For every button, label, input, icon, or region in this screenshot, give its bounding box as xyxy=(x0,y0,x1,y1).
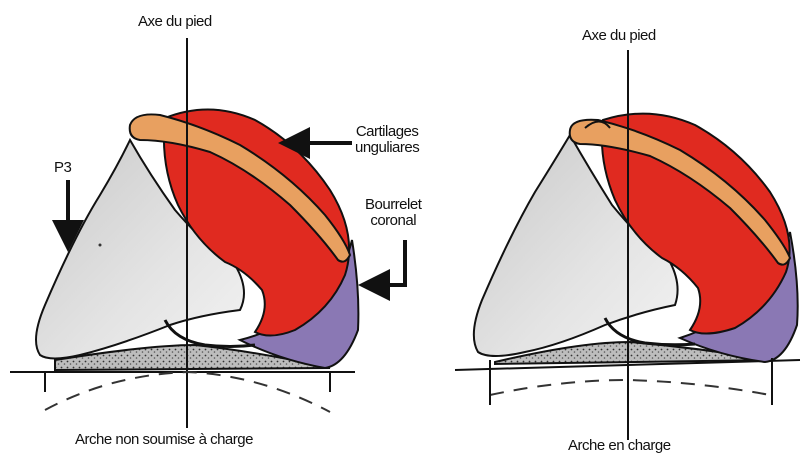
coronary-label-line2: coronal xyxy=(365,213,421,229)
right-foot-diagram xyxy=(455,50,800,440)
left-foot-diagram xyxy=(10,38,405,428)
coronary-label: Bourrelet coronal xyxy=(365,197,421,229)
right-dashed-arch xyxy=(490,380,770,395)
coronary-arrow xyxy=(370,240,405,285)
coronary-label-line1: Bourrelet xyxy=(365,197,421,213)
left-axis-label: Axe du pied xyxy=(138,14,212,30)
p3-label: P3 xyxy=(54,160,71,176)
left-caption: Arche non soumise à charge xyxy=(75,432,253,448)
left-internal-curve xyxy=(165,320,255,347)
right-internal-curve xyxy=(605,318,695,345)
cartilage-label: Cartilages unguliares xyxy=(355,124,419,156)
left-bone-dot xyxy=(99,244,102,247)
cartilage-label-line1: Cartilages xyxy=(355,124,419,140)
cartilage-label-line2: unguliares xyxy=(355,140,419,156)
right-axis-label: Axe du pied xyxy=(582,28,656,44)
right-caption: Arche en charge xyxy=(568,438,671,454)
